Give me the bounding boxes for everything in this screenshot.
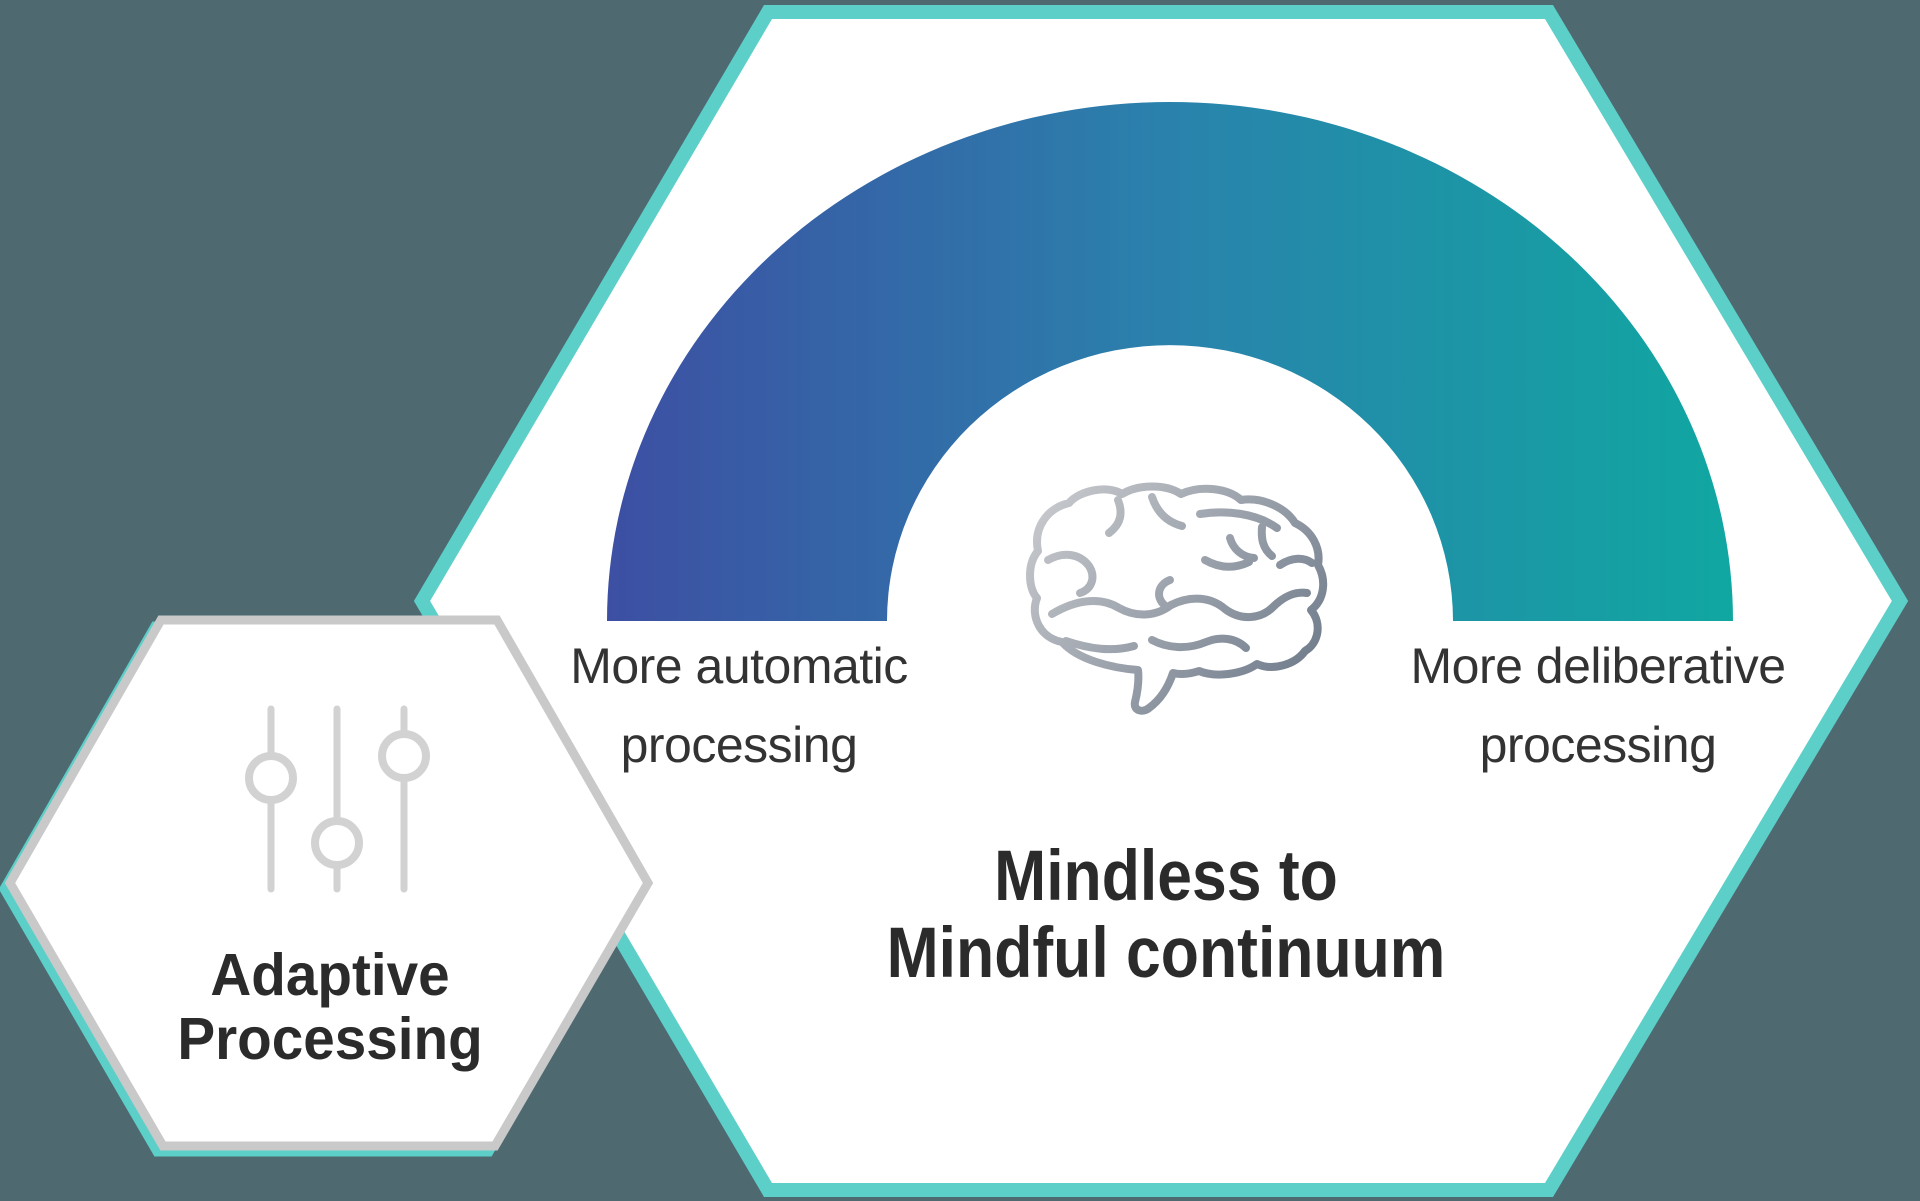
brain-fold [1167, 588, 1311, 621]
left-gauge-label-line2: processing [620, 717, 858, 773]
adaptive-hexagon-shape [4, 615, 654, 1151]
right-gauge-label-line2: processing [1479, 717, 1717, 773]
adaptive-hexagon [0, 615, 654, 1157]
slider-knob [378, 730, 430, 782]
slider-knob [245, 752, 297, 804]
mindless-mindful-gauge-arc [607, 102, 1733, 621]
slider-knob [311, 817, 363, 869]
brain-fold [1257, 523, 1276, 560]
brain-fold [1148, 493, 1186, 530]
adaptive-processing-label: Adaptive Processing [90, 943, 570, 1071]
brain-fold [1105, 496, 1125, 537]
continuum-title: Mindless to Mindful continuum [858, 838, 1474, 992]
adaptive-processing-line2: Processing [177, 1006, 483, 1072]
sliders-icon [245, 705, 430, 893]
brain-fold [1226, 534, 1258, 562]
brain-fold [1155, 576, 1174, 611]
left-gauge-label: More automatic processing [489, 627, 989, 785]
brain-fold [1048, 597, 1175, 619]
continuum-title-line1: Mindless to [994, 837, 1338, 916]
brain-fold [1276, 554, 1316, 569]
brain-fold [1201, 556, 1253, 571]
brain-fold [1044, 550, 1097, 597]
right-gauge-label-line1: More deliberative [1410, 638, 1786, 694]
adaptive-processing-line1: Adaptive [210, 942, 450, 1008]
brain-fold [1062, 637, 1138, 654]
continuum-title-line2: Mindful continuum [886, 914, 1446, 993]
brain-outline [1026, 482, 1328, 715]
brain-fold [1148, 634, 1250, 652]
right-gauge-label: More deliberative processing [1348, 627, 1848, 785]
brain-fold [1196, 508, 1281, 532]
brain-icon [1026, 482, 1328, 715]
left-gauge-label-line1: More automatic [570, 638, 908, 694]
